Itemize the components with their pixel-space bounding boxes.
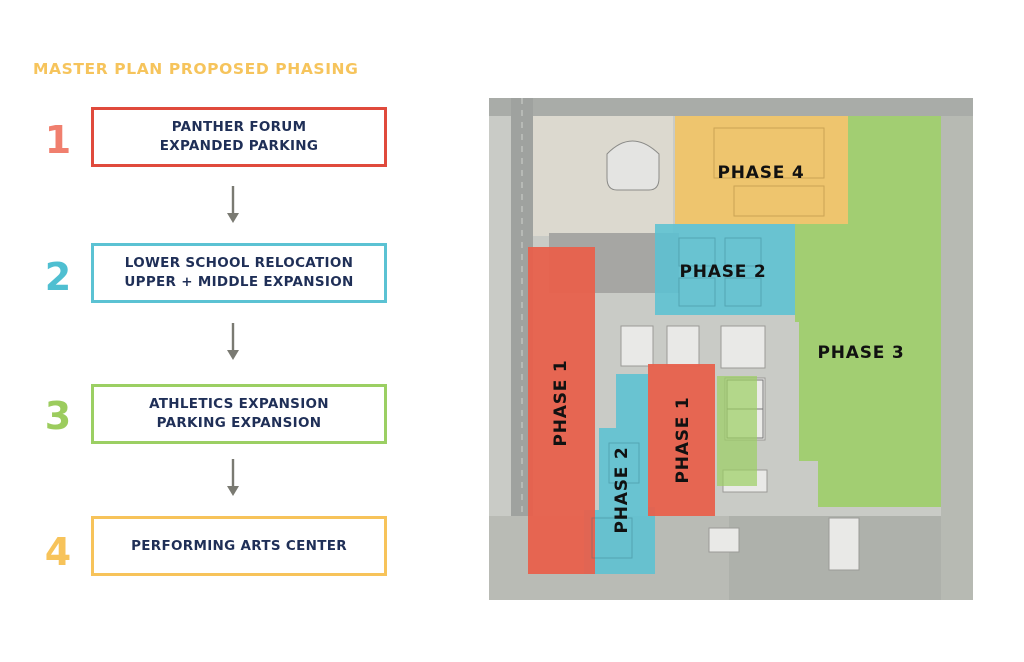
page-title: MASTER PLAN PROPOSED PHASING	[33, 60, 359, 78]
arrow-down-icon	[227, 459, 239, 496]
step-box-4: PERFORMING ARTS CENTER	[91, 516, 387, 576]
step-box-1: PANTHER FORUM EXPANDED PARKING	[91, 107, 387, 167]
step-label-3: ATHLETICS EXPANSION PARKING EXPANSION	[149, 396, 329, 431]
step-label-4: PERFORMING ARTS CENTER	[131, 537, 347, 554]
phase-4-area	[675, 116, 848, 224]
step-number-3: 3	[44, 394, 72, 438]
step-label-2: LOWER SCHOOL RELOCATION UPPER + MIDDLE E…	[124, 255, 354, 290]
phase-1-left-label: PHASE 1	[551, 359, 571, 446]
phase-2-lower-area	[584, 374, 655, 574]
arrow-down-icon	[227, 186, 239, 223]
phase-3-label: PHASE 3	[817, 343, 904, 363]
phase-2-lower-label: PHASE 2	[612, 446, 632, 533]
site-plan-map: PHASE 4 PHASE 2 PHASE 3 PHASE 1 PHASE 2 …	[489, 98, 973, 600]
phase-2-top-label: PHASE 2	[679, 262, 766, 282]
phase-2-top-area	[655, 224, 795, 315]
phase-3-area	[795, 116, 941, 507]
step-box-2: LOWER SCHOOL RELOCATION UPPER + MIDDLE E…	[91, 243, 387, 303]
round-building	[606, 140, 660, 191]
step-number-1: 1	[44, 118, 72, 162]
arrow-down-icon	[227, 323, 239, 360]
step-number-4: 4	[44, 530, 72, 574]
step-box-3: ATHLETICS EXPANSION PARKING EXPANSION	[91, 384, 387, 444]
step-number-2: 2	[44, 255, 72, 299]
phase-1-left-area	[528, 247, 595, 574]
phase-4-label: PHASE 4	[717, 163, 804, 183]
step-label-1: PANTHER FORUM EXPANDED PARKING	[159, 119, 319, 154]
phase-1-center-area	[648, 364, 715, 516]
phase-1-center-label: PHASE 1	[673, 396, 693, 483]
